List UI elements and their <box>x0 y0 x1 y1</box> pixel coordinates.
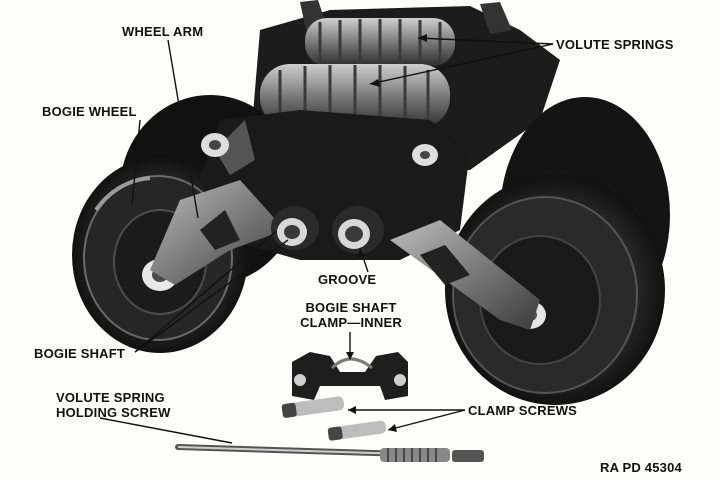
leader-bogie-shaft-lower <box>134 231 276 353</box>
leader-bogie-shaft-upper <box>134 239 289 353</box>
label-bogie-wheel: BOGIE WHEEL <box>42 104 137 119</box>
label-volute-springs: VOLUTE SPRINGS <box>556 37 674 52</box>
leader-lines <box>99 37 554 444</box>
bogie-shaft-clamp-shape <box>292 352 408 400</box>
volute-spring-holding-screw-shape <box>175 444 484 462</box>
label-bogie-shaft: BOGIE SHAFT <box>34 346 126 361</box>
clamp-screws-shape <box>281 396 387 441</box>
label-holding-screw-line1: VOLUTE SPRING <box>56 390 165 405</box>
label-holding-screw-line2: HOLDING SCREW <box>56 405 171 420</box>
leader-clamp-screws-lower <box>387 409 466 431</box>
label-wheel-arm: WHEEL ARM <box>122 24 204 39</box>
leader-holding-screw <box>99 417 233 444</box>
label-clamp-screws: CLAMP SCREWS <box>468 403 578 418</box>
leader-arrowheads <box>346 34 427 432</box>
leader-volute-springs-upper <box>417 37 554 45</box>
leader-wheel-arm <box>167 39 199 219</box>
label-bogie-shaft-clamp-line1: BOGIE SHAFT <box>305 300 397 315</box>
wheel-arms <box>150 180 540 330</box>
bogie-shaft-ends <box>271 206 384 254</box>
leader-volute-springs-lower <box>369 43 554 85</box>
label-bogie-shaft-clamp-line2: CLAMP—INNER <box>300 315 402 330</box>
label-volute-spring-holding-screw: VOLUTE SPRING HOLDING SCREW <box>56 390 171 420</box>
label-groove: GROOVE <box>318 272 377 287</box>
leader-bogie-wheel <box>131 119 141 206</box>
figure-reference-number: RA PD 45304 <box>600 460 682 475</box>
label-bogie-shaft-clamp-inner: BOGIE SHAFT CLAMP—INNER <box>296 300 406 330</box>
